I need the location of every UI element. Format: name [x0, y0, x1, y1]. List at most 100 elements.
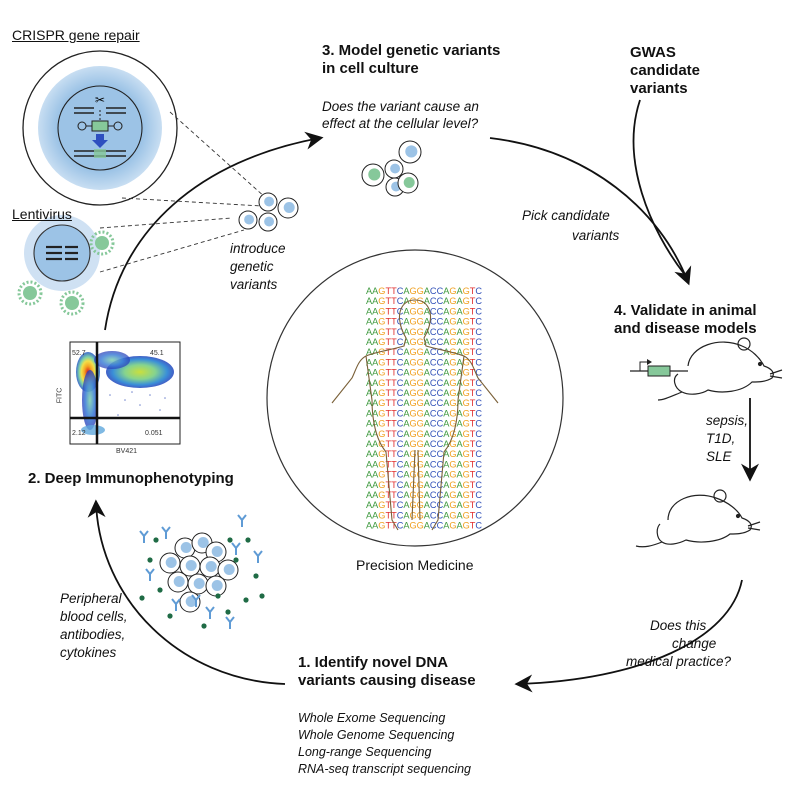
dna-row: AAGTTCAGGACCAGAGTC [366, 337, 482, 347]
gwas-line2: candidate [630, 62, 701, 79]
cytokine-dot [215, 593, 221, 599]
cytokine-dot [157, 587, 163, 593]
mouse-icon-top [657, 337, 783, 401]
cytokine-dot [139, 595, 145, 601]
dna-row: AAGTTCAGGACCAGAGTC [366, 419, 482, 429]
question-line1: Does this [650, 618, 707, 633]
dna-row: AAGTTCAGGACCAGAGTC [366, 286, 482, 296]
cell-icon [238, 210, 258, 230]
peripheral-line1: Peripheral [60, 591, 122, 606]
step4-title-line1: 4. Validate in animal [614, 302, 757, 319]
method-wes: Whole Exome Sequencing [298, 711, 446, 725]
cytokine-dot [153, 537, 159, 543]
cytokine-dot [243, 597, 249, 603]
question-line3: medical practice? [626, 654, 732, 669]
step4-title-line2: and disease models [614, 320, 757, 337]
cell-icon [397, 172, 419, 194]
dna-row: AAGTTCAGGACCAGAGTC [366, 480, 482, 490]
dna-row: AAGTTCAGGACCAGAGTC [366, 388, 482, 398]
dna-row: AAGTTCAGGACCAGAGTC [366, 459, 482, 469]
arrow-step3-to-step4 [489, 137, 692, 286]
peripheral-line4: cytokines [60, 645, 117, 660]
step1-title-line1: 1. Identify novel DNA [298, 654, 449, 671]
dna-row: AAGTTCAGGACCAGAGTC [366, 470, 482, 480]
cell-cluster [238, 140, 422, 232]
pick-line2: variants [572, 228, 620, 243]
cell-icon [159, 552, 181, 574]
cytokine-dot [245, 537, 251, 543]
dna-row: AAGTTCAGGACCAGAGTC [366, 378, 482, 388]
mouse-icon-bottom [635, 489, 761, 548]
dna-row: AAGTTCAGGACCAGAGTC [366, 429, 482, 439]
flow-q-lower-left: 2.12 [72, 430, 86, 437]
antibody-icon [231, 542, 241, 555]
dna-row: AAGTTCAGGACCAGAGTC [366, 510, 482, 520]
cell-icon [398, 140, 422, 164]
cell-icon [217, 559, 239, 581]
virus-particle-icon [59, 290, 85, 316]
cell-icon [205, 575, 227, 597]
cell-icon [258, 192, 278, 212]
crispr-label: CRISPR gene repair [12, 27, 140, 43]
antibody-icon [205, 606, 215, 619]
dna-row: AAGTTCAGGACCAGAGTC [366, 408, 482, 418]
cell-icon [361, 163, 385, 187]
cell-icon [199, 556, 221, 578]
flow-q-lower-right: 0.051 [145, 430, 163, 437]
arrow-gwas [632, 99, 686, 276]
dna-row: AAGTTCAGGACCAGAGTC [366, 521, 482, 531]
dna-row: AAGTTCAGGACCAGAGTC [366, 439, 482, 449]
dna-row: AAGTTCAGGACCAGAGTC [366, 500, 482, 510]
human-outline-icon [331, 299, 499, 531]
cytokine-dot [167, 613, 173, 619]
disease-t1d: T1D, [706, 431, 736, 446]
dna-row: AAGTTCAGGACCAGAGTC [366, 347, 482, 357]
peripheral-line3: antibodies, [60, 627, 126, 642]
disease-sle: SLE [706, 449, 732, 464]
antibody-icon [237, 514, 247, 527]
dna-row: AAGTTCAGGACCAGAGTC [366, 306, 482, 316]
cell-icon [384, 159, 404, 179]
cell-icon [258, 212, 278, 232]
dna-row: AAGTTCAGGACCAGAGTC [366, 490, 482, 500]
virus-particle-icon [17, 280, 43, 306]
cell-icon [174, 537, 196, 559]
gwas-line3: variants [630, 80, 688, 97]
step2-title: 2. Deep Immunophenotyping [28, 470, 234, 487]
center-label: Precision Medicine [356, 557, 474, 573]
antibody-icon [171, 598, 181, 611]
cytokine-dot [225, 609, 231, 615]
dna-row: AAGTTCAGGACCAGAGTC [366, 398, 482, 408]
virus-particle-icon [89, 230, 115, 256]
crispr-illustration: ✂ [22, 50, 178, 206]
introduce-line1: introduce [230, 241, 286, 256]
step3-question-line2: effect at the cellular level? [322, 116, 479, 131]
arrow-step4-to-step1 [514, 579, 743, 693]
flow-q-upper-left: 52.7 [72, 350, 86, 357]
dna-row: AAGTTCAGGACCAGAGTC [366, 357, 482, 367]
cell-icon [277, 197, 299, 219]
pick-line1: Pick candidate [522, 208, 610, 223]
center-circle [266, 249, 564, 547]
cytokine-dot [147, 557, 153, 563]
lentivirus-label: Lentivirus [12, 206, 72, 222]
method-wgs: Whole Genome Sequencing [298, 728, 455, 742]
step3-question-line1: Does the variant cause an [322, 99, 479, 114]
antibody-icon [139, 530, 149, 543]
arrow-step2-to-step3 [104, 131, 324, 331]
cytokine-dot [201, 623, 207, 629]
disease-sepsis: sepsis, [706, 413, 749, 428]
flow-y-axis-label: FITC [56, 387, 64, 404]
connector-lines [99, 111, 267, 273]
step3-title-line1: 3. Model genetic variants [322, 42, 501, 59]
antibody-icon [225, 616, 235, 629]
flow-cytometry-plot [69, 341, 181, 445]
cytokine-dot [233, 557, 239, 563]
dna-sequence-block: AAGTTCAGGACCAGAGTCAAGTTCAGGACCAGAGTCAAGT… [366, 286, 482, 531]
dna-row: AAGTTCAGGACCAGAGTC [366, 368, 482, 378]
cell-icon [167, 571, 189, 593]
antibody-icon [191, 594, 201, 607]
cell-icon [187, 573, 209, 595]
lentivirus-illustration [17, 215, 115, 316]
